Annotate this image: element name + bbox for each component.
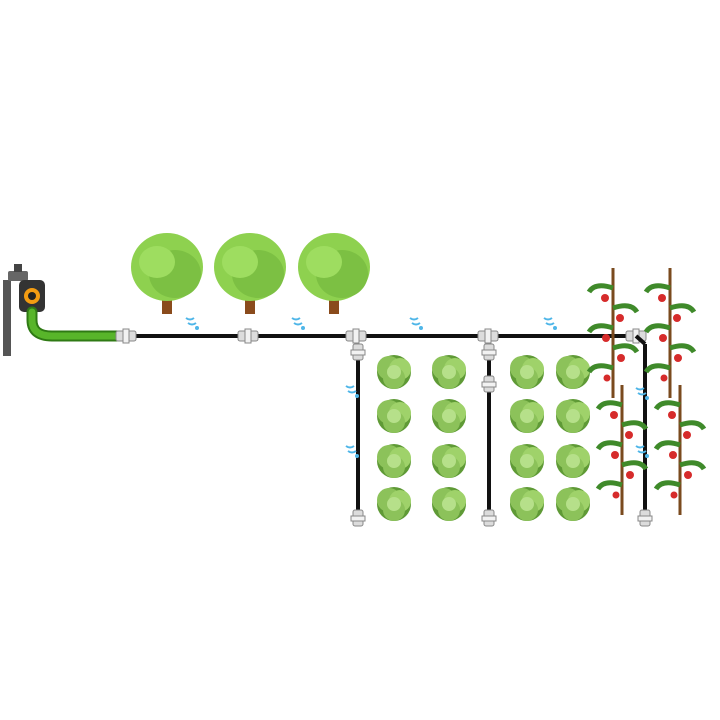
lettuce (377, 444, 411, 478)
valve-fitting (481, 343, 497, 361)
lettuce (556, 355, 590, 389)
lettuce (510, 444, 544, 478)
connector-fitting (115, 328, 137, 344)
lettuce (556, 399, 590, 433)
tomato-plant (646, 268, 694, 398)
water-timer-icon (19, 280, 45, 312)
tomato-plant (656, 385, 704, 515)
tree (131, 233, 203, 314)
valve-fitting (350, 343, 366, 361)
valve-fitting (481, 375, 497, 393)
lettuce (556, 444, 590, 478)
lettuce (432, 487, 466, 521)
water-spray-icon (635, 387, 650, 401)
tomato-plant (598, 385, 646, 515)
tree (298, 233, 370, 314)
tee-fitting (477, 328, 499, 344)
water-spray-icon (291, 317, 306, 331)
water-spray-icon (635, 445, 650, 459)
drip-line (634, 334, 647, 346)
lettuce (377, 355, 411, 389)
tee-fitting (345, 328, 367, 344)
lettuce (556, 487, 590, 521)
lettuce (432, 444, 466, 478)
water-spray-icon (409, 317, 424, 331)
lettuce (432, 399, 466, 433)
end-cap (481, 509, 497, 527)
lettuce (377, 487, 411, 521)
water-spray-icon (543, 317, 558, 331)
lettuce (510, 487, 544, 521)
water-spray-icon (185, 317, 200, 331)
connector-fitting (237, 328, 259, 344)
faucet-icon (3, 264, 28, 356)
lettuce (377, 399, 411, 433)
lettuce (432, 355, 466, 389)
end-cap (350, 509, 366, 527)
tree (214, 233, 286, 314)
lettuce (510, 355, 544, 389)
end-cap (637, 509, 653, 527)
lettuce (510, 399, 544, 433)
